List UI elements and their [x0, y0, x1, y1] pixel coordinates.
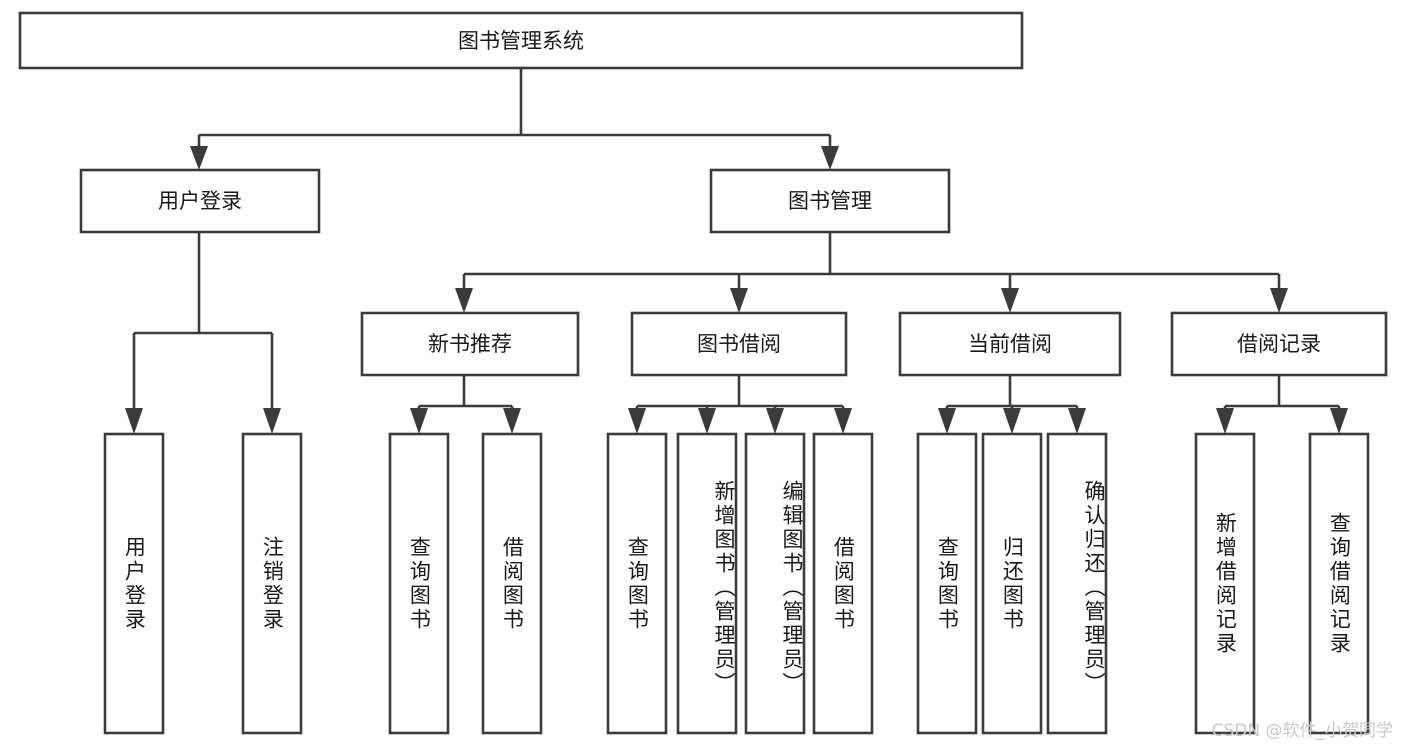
connector-group-borrow-book — [628, 375, 852, 434]
leaf-box-cb-query-book[interactable] — [916, 432, 978, 735]
connector-group-current-borrow — [938, 375, 1086, 434]
node-root[interactable]: 图书管理系统 — [18, 11, 1024, 70]
connector-group-root — [190, 68, 839, 170]
arrow-head-new-book — [455, 288, 473, 313]
arrow-head-leaf-user-login — [125, 408, 143, 434]
leaf-box-cb-confirm-return[interactable] — [1046, 432, 1108, 735]
connector-group-book-mgmt — [455, 232, 1288, 313]
arrow-head-br-add — [1216, 408, 1234, 434]
leaf-box-bb-query-book[interactable] — [606, 432, 668, 735]
node-book-management-box[interactable] — [709, 168, 951, 234]
leaf-box-br-query-record[interactable] — [1308, 432, 1370, 735]
node-book-borrow-box[interactable] — [630, 311, 848, 377]
node-root-box[interactable] — [18, 11, 1024, 70]
node-user-login-box[interactable] — [79, 168, 321, 234]
leaf-boxes — [103, 432, 1370, 735]
node-book-management[interactable]: 图书管理 — [709, 168, 951, 234]
leaf-box-user-login[interactable] — [103, 432, 165, 735]
node-new-book-recommend-label: 新书推荐 — [428, 332, 512, 356]
leaf-box-nb-borrow-book[interactable] — [481, 432, 543, 735]
connector-group-borrow-record — [1216, 375, 1348, 434]
node-current-borrow[interactable]: 当前借阅 — [898, 311, 1122, 377]
node-new-book-recommend[interactable]: 新书推荐 — [360, 311, 580, 377]
node-book-management-label: 图书管理 — [788, 189, 872, 213]
leaf-box-br-add-record[interactable] — [1194, 432, 1256, 735]
arrow-head-borrow-record — [1270, 288, 1288, 313]
node-book-borrow[interactable]: 图书借阅 — [630, 311, 848, 377]
node-borrow-record[interactable]: 借阅记录 — [1170, 311, 1388, 377]
arrow-head-current-borrow — [1001, 288, 1019, 313]
arrow-head-bb-borrow — [834, 408, 852, 434]
arrow-head-leaf-logout — [263, 408, 281, 434]
connector-group-user-login — [125, 232, 281, 434]
node-borrow-record-box[interactable] — [1170, 311, 1388, 377]
leaf-box-bb-edit-book[interactable] — [744, 432, 806, 735]
leaf-box-bb-borrow-book[interactable] — [812, 432, 874, 735]
node-user-login-label: 用户登录 — [158, 189, 242, 213]
node-new-book-recommend-box[interactable] — [360, 311, 580, 377]
node-current-borrow-label: 当前借阅 — [968, 332, 1052, 356]
arrow-head-borrow-book — [730, 288, 748, 313]
leaf-box-bb-add-book[interactable] — [676, 432, 738, 735]
arrow-head-nb-query — [410, 408, 428, 434]
arrow-head-book-mgmt — [821, 146, 839, 170]
arrow-head-cb-return — [1003, 408, 1021, 434]
csdn-watermark: CSDN @软件_小贺同学 — [1211, 721, 1393, 741]
node-book-borrow-label: 图书借阅 — [697, 332, 781, 356]
leaf-box-logout[interactable] — [241, 432, 303, 735]
arrow-head-nb-borrow — [503, 408, 521, 434]
node-user-login[interactable]: 用户登录 — [79, 168, 321, 234]
arrow-head-bb-query — [628, 408, 646, 434]
leaf-box-nb-query-book[interactable] — [388, 432, 450, 735]
connector-group-new-book — [410, 375, 521, 434]
arrow-head-cb-query — [938, 408, 956, 434]
arrow-head-user-login — [190, 146, 208, 170]
arrow-head-br-query — [1330, 408, 1348, 434]
arrow-head-cb-confirm — [1068, 408, 1086, 434]
arrow-head-bb-edit — [766, 408, 784, 434]
leaf-box-cb-return-book[interactable] — [981, 432, 1043, 735]
arrow-head-bb-add — [698, 408, 716, 434]
node-root-label: 图书管理系统 — [458, 29, 584, 53]
node-current-borrow-box[interactable] — [898, 311, 1122, 377]
node-borrow-record-label: 借阅记录 — [1237, 332, 1321, 356]
